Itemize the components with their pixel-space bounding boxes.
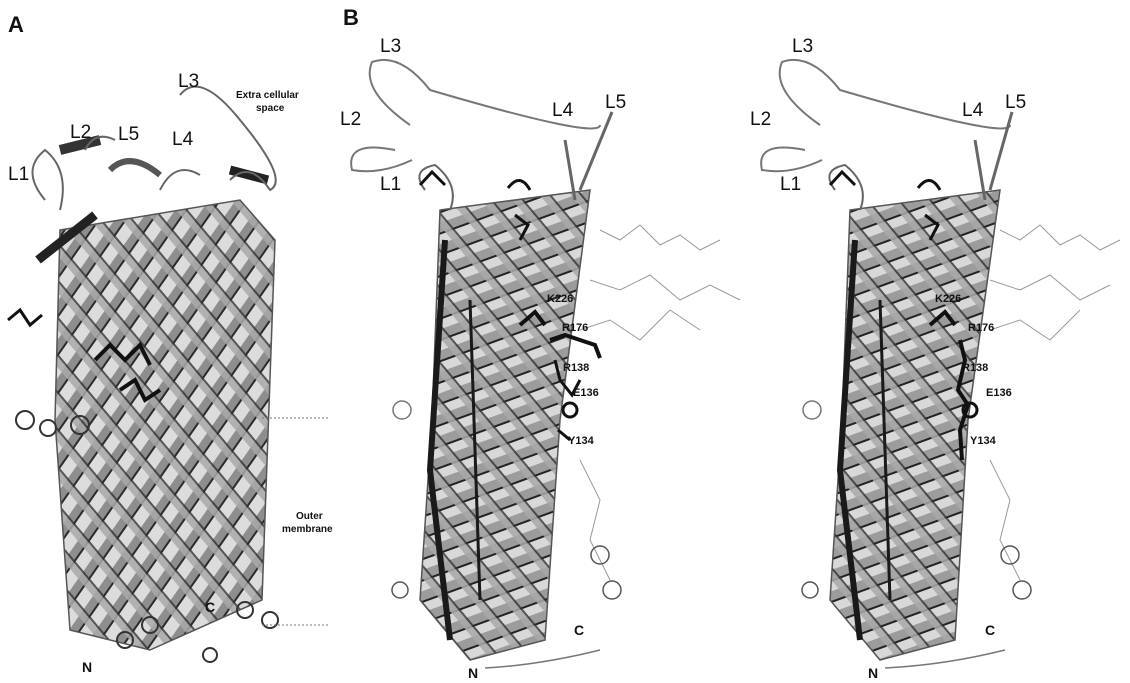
panel-a-loop-l2: L2 [70,122,91,143]
panel-b-stereo-loops: L1 L2 L3 L4 L5 [750,36,1026,210]
panel-b-stereo-residue-r138: R138 [962,362,988,374]
panel-b: B L1 L2 L3 L4 L5 [340,5,740,681]
panel-b-residue-e136: E136 [573,387,599,399]
panel-b-stereo-loop-l1: L1 [780,174,801,195]
panel-b-loop-l1: L1 [380,174,401,195]
panel-b-stereo-loop-l2: L2 [750,109,771,130]
panel-a-n-terminus: N [82,659,92,675]
panel-a-c-terminus: C [205,599,215,615]
panel-b-residue-y134: Y134 [568,435,595,447]
panel-b-loop-l2: L2 [340,109,361,130]
panel-b-stereo-residue-y134: Y134 [970,435,997,447]
panel-b-loops: L1 L2 L3 L4 L5 [340,36,626,210]
panel-a-letter: A [8,12,24,37]
panel-b-stereo-residue-k226: K226 [935,293,961,305]
panel-a-loop-l1: L1 [8,164,29,185]
panel-b-stereo-c-terminus: C [985,622,995,638]
panel-a-loop-l3: L3 [178,71,199,92]
panel-b-residue-r138: R138 [563,362,589,374]
panel-b-loop-l5: L5 [605,92,626,113]
panel-a-loop-l5: L5 [118,124,139,145]
panel-b-stereo-loop-l5: L5 [1005,92,1026,113]
panel-b-stereo-barrel [820,180,1020,670]
panel-b-barrel [410,180,610,670]
panel-b-stereo-n-terminus: N [868,665,878,681]
panel-b-stereo-residue-e136: E136 [986,387,1012,399]
panel-a-extracellular-line1: Extra cellular [236,90,299,101]
panel-a-extracellular-line2: space [256,103,285,114]
panel-a-barrel [38,140,300,670]
panel-b-c-terminus: C [574,622,584,638]
panel-b-stereo: L1 L2 L3 L4 L5 K226 R176 R138 E1 [750,36,1120,681]
panel-b-loop-l3: L3 [380,36,401,57]
panel-b-stereo-loop-l3: L3 [792,36,813,57]
panel-a-membrane-line2: membrane [282,524,333,535]
panel-a-membrane-line1: Outer [296,511,323,522]
panel-b-residue-k226: K226 [547,293,573,305]
panel-b-stereo-loop-l4: L4 [962,100,984,121]
panel-b-residue-r176: R176 [562,322,588,334]
panel-b-n-terminus: N [468,665,478,681]
panel-a-loop-l4: L4 [172,129,194,150]
panel-b-loop-l4: L4 [552,100,574,121]
panel-b-stereo-residue-r176: R176 [968,322,994,334]
panel-a: A L1 L2 L3 L4 L5 [8,12,333,675]
panel-b-letter: B [343,5,359,30]
